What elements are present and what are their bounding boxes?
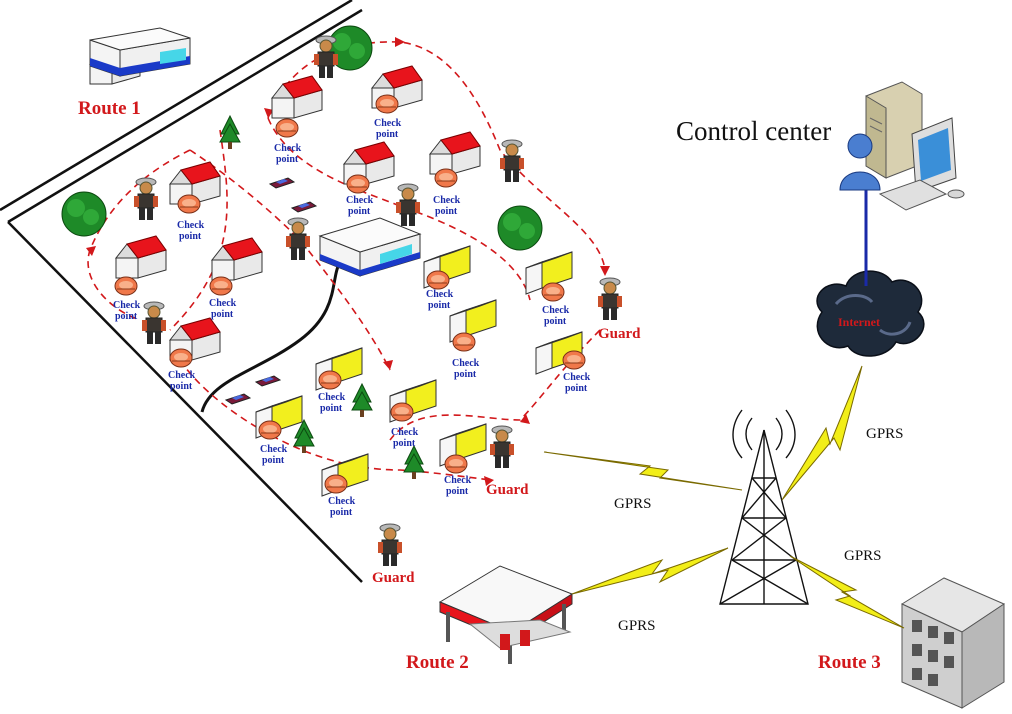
checkpoint-label-line1: Check <box>177 220 205 231</box>
checkpoint-device-icon <box>346 174 370 194</box>
checkpoint-device-icon <box>562 350 586 370</box>
house-icon <box>211 237 263 281</box>
checkpoint-label-line1: Check <box>346 195 374 206</box>
checkpoint-label-line2: point <box>454 369 477 380</box>
guard-icon <box>313 35 339 79</box>
tree-icon <box>403 445 425 480</box>
checkpoint-device-icon <box>275 118 299 138</box>
checkpoint-device-icon <box>426 270 450 290</box>
computer-icon <box>865 81 965 211</box>
checkpoint-label-line2: point <box>262 455 285 466</box>
car-icon <box>291 201 317 213</box>
checkpoint-label-line2: point <box>170 381 193 392</box>
checkpoint-device-icon <box>169 348 193 368</box>
route3-label: Route 3 <box>818 652 881 673</box>
checkpoint-label-line1: Check <box>542 305 570 316</box>
checkpoint-label-line1: Check <box>433 195 461 206</box>
guard-icon <box>285 217 311 261</box>
checkpoint-label-line2: point <box>544 316 567 327</box>
internet-cloud-icon: Internet <box>816 270 925 357</box>
office-building-icon <box>900 577 1006 709</box>
checkpoint-label-line2: point <box>348 206 371 217</box>
gprs-label: GPRS <box>844 548 882 564</box>
route2-label: Route 2 <box>406 652 469 673</box>
checkpoint-device-icon <box>318 370 342 390</box>
user-icon <box>839 133 881 191</box>
radio-tower-icon <box>719 409 809 605</box>
checkpoint-label-line2: point <box>276 154 299 165</box>
checkpoint-label-line2: point <box>428 300 451 311</box>
checkpoint-device-icon <box>390 402 414 422</box>
control-center-label: Control center <box>676 116 831 146</box>
guard-icon <box>597 277 623 321</box>
checkpoint-label-line1: Check <box>168 370 196 381</box>
checkpoint-label-line1: Check <box>274 143 302 154</box>
checkpoint-label-line2: point <box>393 438 416 449</box>
checkpoint-device-icon <box>541 282 565 302</box>
checkpoint-label-line2: point <box>330 507 353 518</box>
checkpoint-label-line1: Check <box>113 300 141 311</box>
checkpoint-label-line1: Check <box>444 475 472 486</box>
central-building <box>319 217 421 277</box>
tree-icon <box>497 205 543 251</box>
house-icon <box>429 131 481 175</box>
car-icon <box>269 177 295 189</box>
guard-icon <box>489 425 515 469</box>
house-icon <box>115 235 167 279</box>
gprs-label: GPRS <box>618 618 656 634</box>
guard-label: Guard <box>486 482 529 498</box>
checkpoint-device-icon <box>258 420 282 440</box>
checkpoint-label-line2: point <box>320 403 343 414</box>
car-icon <box>225 393 251 405</box>
tree-icon <box>351 383 373 418</box>
checkpoint-label-line1: Check <box>374 118 402 129</box>
checkpoint-label-line1: Check <box>391 427 419 438</box>
gprs-label: GPRS <box>866 426 904 442</box>
guard-label: Guard <box>598 326 641 342</box>
checkpoint-device-icon <box>434 168 458 188</box>
checkpoint-label-line2: point <box>446 486 469 497</box>
guard-label: Guard <box>372 570 415 586</box>
gprs-links <box>543 365 905 629</box>
checkpoint-device-icon <box>452 332 476 352</box>
roads <box>0 0 363 583</box>
checkpoint-label-line2: point <box>376 129 399 140</box>
checkpoint-label-line1: Check <box>260 444 288 455</box>
car-icon <box>255 375 281 387</box>
checkpoint-label-line2: point <box>211 309 234 320</box>
checkpoint-label-line1: Check <box>563 372 591 383</box>
checkpoint-device-icon <box>375 94 399 114</box>
guard-icon <box>499 139 525 183</box>
house-icon <box>271 75 323 119</box>
checkpoint-label-line1: Check <box>452 358 480 369</box>
checkpoint-device-icon <box>209 276 233 296</box>
checkpoint-label-line2: point <box>115 311 138 322</box>
gprs-label: GPRS <box>614 496 652 512</box>
tree-icon <box>61 191 107 237</box>
guard-icon <box>133 177 159 221</box>
guard-icon <box>141 301 167 345</box>
guard-icon <box>395 183 421 227</box>
checkpoint-label-line1: Check <box>328 496 356 507</box>
route1-building <box>89 27 191 77</box>
checkpoint-label-line1: Check <box>209 298 237 309</box>
checkpoint-device-icon <box>114 276 138 296</box>
tree-icon <box>219 115 241 150</box>
gas-station-icon <box>438 565 574 664</box>
checkpoint-device-icon <box>444 454 468 474</box>
guards <box>133 35 623 567</box>
checkpoint-label-line2: point <box>565 383 588 394</box>
route1-label: Route 1 <box>78 98 141 119</box>
checkpoint-label-line1: Check <box>426 289 454 300</box>
guard-icon <box>377 523 403 567</box>
checkpoint-label-line2: point <box>179 231 202 242</box>
checkpoint-device-icon <box>324 474 348 494</box>
checkpoint-label-line1: Check <box>318 392 346 403</box>
checkpoint-labels: Check point Check point Check point Chec… <box>113 118 591 518</box>
internet-label: Internet <box>838 315 880 329</box>
checkpoint-label-line2: point <box>435 206 458 217</box>
checkpoint-device-icon <box>177 194 201 214</box>
